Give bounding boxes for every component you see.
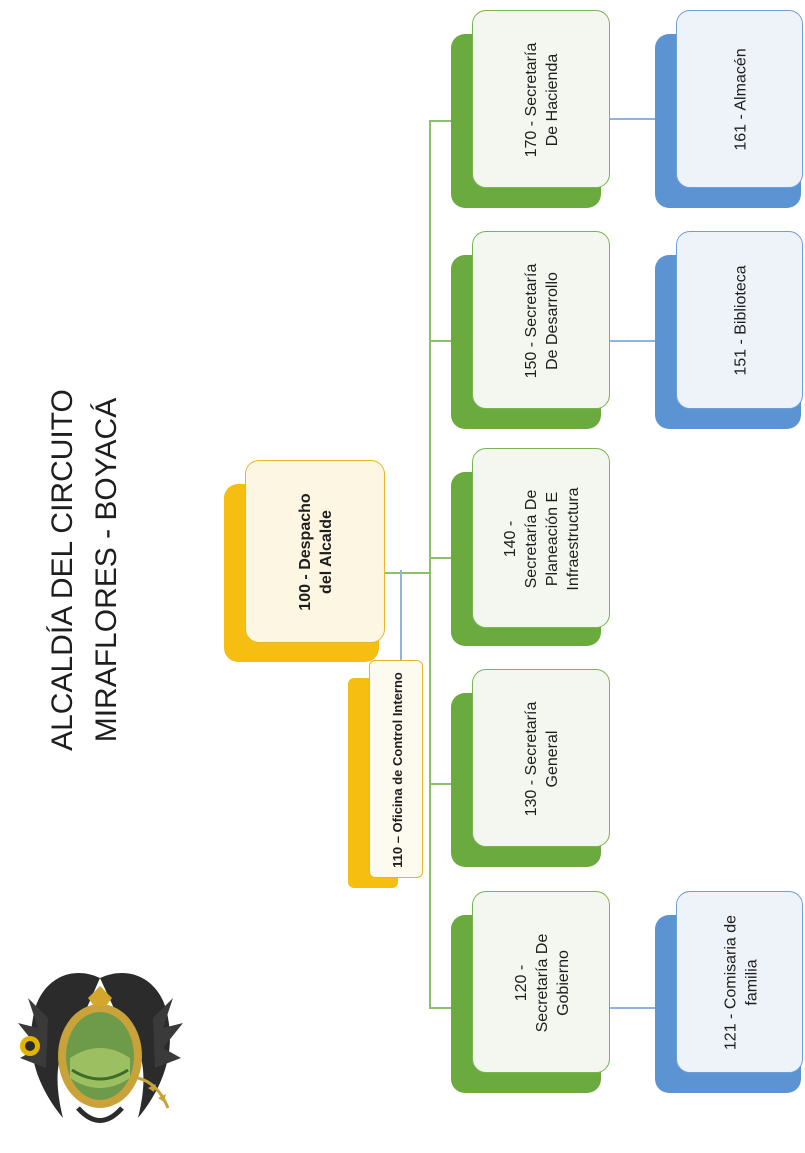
general-node: 130 - Secretaría General xyxy=(472,669,610,847)
planeacion-line-4: Infraestructura xyxy=(565,487,582,591)
chart-title: ALCALDÍA DEL CIRCUITO MIRAFLORES - BOYAC… xyxy=(30,260,140,880)
hacienda-node: 170 - Secretaría De Hacienda xyxy=(472,10,610,188)
gobierno-line-1: 120 - xyxy=(512,964,530,1002)
comisaria-node: 121 - Comisaria de familia xyxy=(676,891,803,1073)
despacho-line-1: 100 - Despacho xyxy=(297,493,314,611)
coat-of-arms-icon xyxy=(8,958,193,1148)
biblioteca-label: 151 - Biblioteca xyxy=(732,265,750,376)
connector-desarrollo xyxy=(429,340,451,342)
control-interno-label: 110 – Oficina de Control Interno xyxy=(389,672,405,868)
connector-hacienda xyxy=(429,120,451,122)
hacienda-line-2: De Hacienda xyxy=(544,53,561,147)
connector-general xyxy=(429,783,451,785)
connector-gobierno xyxy=(429,1007,451,1009)
title-line-2: MIRAFLORES - BOYACÁ xyxy=(90,397,123,743)
almacen-node: 161 - Almacén xyxy=(676,10,803,188)
connector-comisaria xyxy=(610,1007,655,1009)
gobierno-node: 120 - Secretaría De Gobierno xyxy=(472,891,610,1073)
general-line-2: General xyxy=(544,730,561,788)
desarrollo-line-1: 150 - Secretaría xyxy=(523,263,540,379)
comisaria-line-1: 121 - Comisaria de xyxy=(722,914,739,1051)
control-interno-node: 110 – Oficina de Control Interno xyxy=(369,660,423,878)
biblioteca-node: 151 - Biblioteca xyxy=(676,231,803,409)
connector-planeacion xyxy=(429,557,451,559)
planeacion-line-2: Secretaría De xyxy=(523,489,540,589)
planeacion-node: 140 - Secretaría De Planeación E Infraes… xyxy=(472,448,610,628)
comisaria-line-2: familia xyxy=(743,959,760,1006)
connector-control-interno xyxy=(400,570,402,660)
despacho-node: 100 - Despacho del Alcalde xyxy=(245,460,385,643)
planeacion-line-1: 140 - xyxy=(502,520,519,558)
hacienda-line-1: 170 - Secretaría xyxy=(523,42,540,158)
connector-trunk xyxy=(429,120,431,1007)
desarrollo-line-2: De Desarrollo xyxy=(544,272,561,370)
general-line-1: 130 - Secretaría xyxy=(523,701,540,817)
gobierno-line-2: Secretaría De xyxy=(533,933,551,1033)
connector-biblioteca xyxy=(610,340,655,342)
gobierno-line-3: Gobierno xyxy=(554,950,572,1016)
almacen-label: 161 - Almacén xyxy=(732,48,750,151)
connector-almacen xyxy=(610,118,655,120)
connector-despacho xyxy=(385,572,430,574)
planeacion-line-3: Planeación E xyxy=(544,491,561,587)
desarrollo-node: 150 - Secretaría De Desarrollo xyxy=(472,231,610,409)
despacho-line-2: del Alcalde xyxy=(318,510,335,594)
title-line-1: ALCALDÍA DEL CIRCUITO xyxy=(46,389,79,751)
